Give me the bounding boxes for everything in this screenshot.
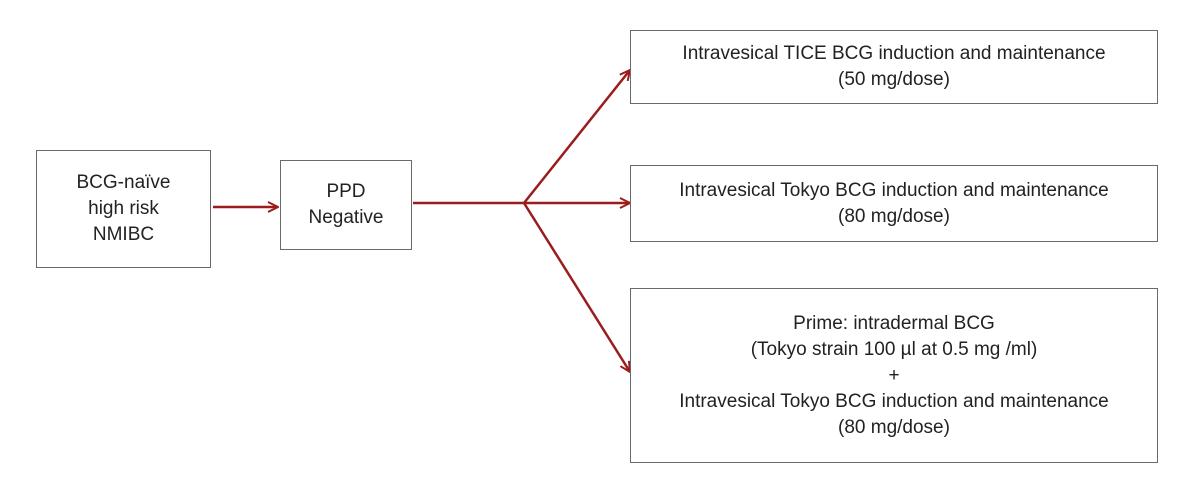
node-line: Intravesical TICE BCG induction and main… <box>682 43 1106 64</box>
arrow-branch-to-prime <box>522 202 630 372</box>
node-tokyo-bcg: Intravesical Tokyo BCG induction and mai… <box>630 165 1158 242</box>
node-line: (50 mg/dose) <box>838 69 950 90</box>
node-line: high risk <box>88 198 159 219</box>
node-line: + <box>888 364 900 386</box>
node-bcg-naive-nmibc: BCG-naïve high risk NMIBC <box>36 150 211 268</box>
node-line: Intravesical Tokyo BCG induction and mai… <box>679 390 1109 412</box>
node-tice-bcg: Intravesical TICE BCG induction and main… <box>630 30 1158 104</box>
node-line: (80 mg/dose) <box>838 416 950 438</box>
node-line: Prime: intradermal BCG <box>793 312 995 334</box>
node-line: Intravesical Tokyo BCG induction and mai… <box>679 179 1109 201</box>
node-line: BCG-naïve <box>76 172 171 193</box>
node-line: Negative <box>308 207 384 228</box>
node-line: (80 mg/dose) <box>838 205 950 227</box>
node-line: PPD <box>326 181 366 202</box>
node-prime-intradermal-bcg: Prime: intradermal BCG (Tokyo strain 100… <box>630 288 1158 463</box>
node-line: NMIBC <box>92 224 155 245</box>
arrow-branch-to-tice <box>523 70 630 204</box>
node-line: (Tokyo strain 100 µl at 0.5 mg /ml) <box>750 338 1038 360</box>
node-ppd-negative: PPD Negative <box>280 160 412 250</box>
